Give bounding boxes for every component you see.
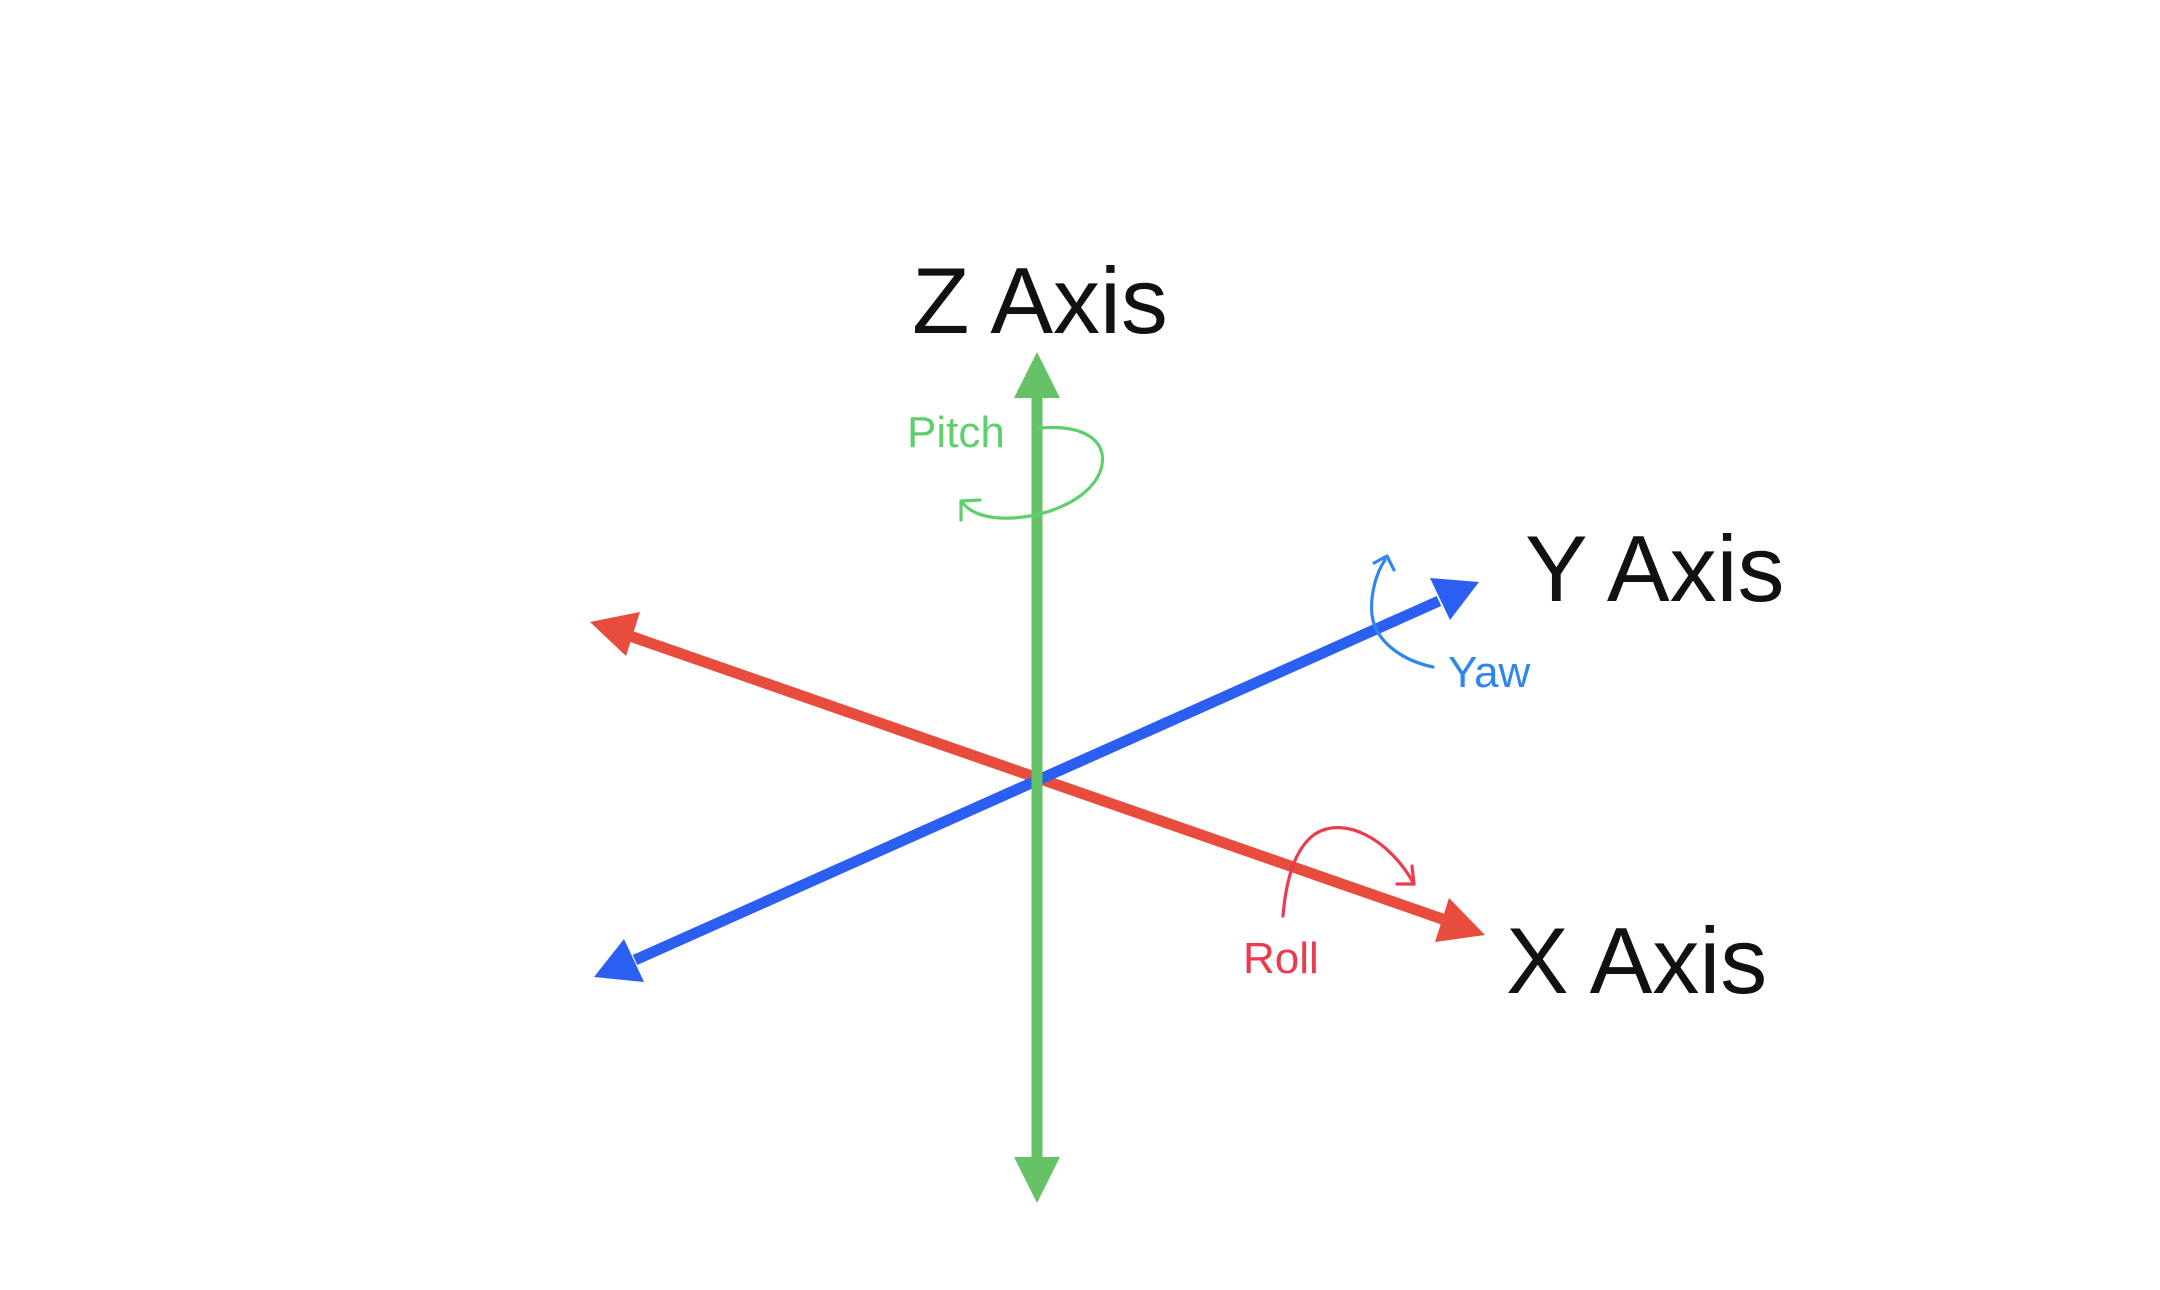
z-axis-arrowhead-negative [1014,1157,1060,1203]
pitch-arrow [961,425,1105,520]
y-axis-label: Y Axis [1525,516,1785,621]
y-axis-arrowhead-positive [1430,578,1479,620]
roll-arrow-tip [1395,864,1416,886]
y-axis-arrowhead-negative [594,939,644,982]
pitch-arrow-tip [959,498,982,522]
pitch-label: Pitch [907,408,1005,457]
yaw-arrow [1370,558,1435,669]
z-axis-arrowhead-positive [1014,352,1060,398]
x-axis-label: X Axis [1506,908,1767,1013]
z-axis [1014,352,1060,1203]
x-axis-arrowhead-positive [1435,898,1485,942]
x-axis-arrowhead-negative [590,612,640,656]
z-axis-label: Z Axis [912,248,1168,353]
yaw-label: Yaw [1448,648,1531,697]
pitch-rotation: Pitch [907,408,1105,522]
yaw-arrow-tip [1372,554,1396,572]
yaw-rotation: Yaw [1370,554,1531,697]
roll-label: Roll [1243,934,1319,983]
roll-arrow [1281,826,1416,918]
roll-rotation: Roll [1243,826,1416,983]
